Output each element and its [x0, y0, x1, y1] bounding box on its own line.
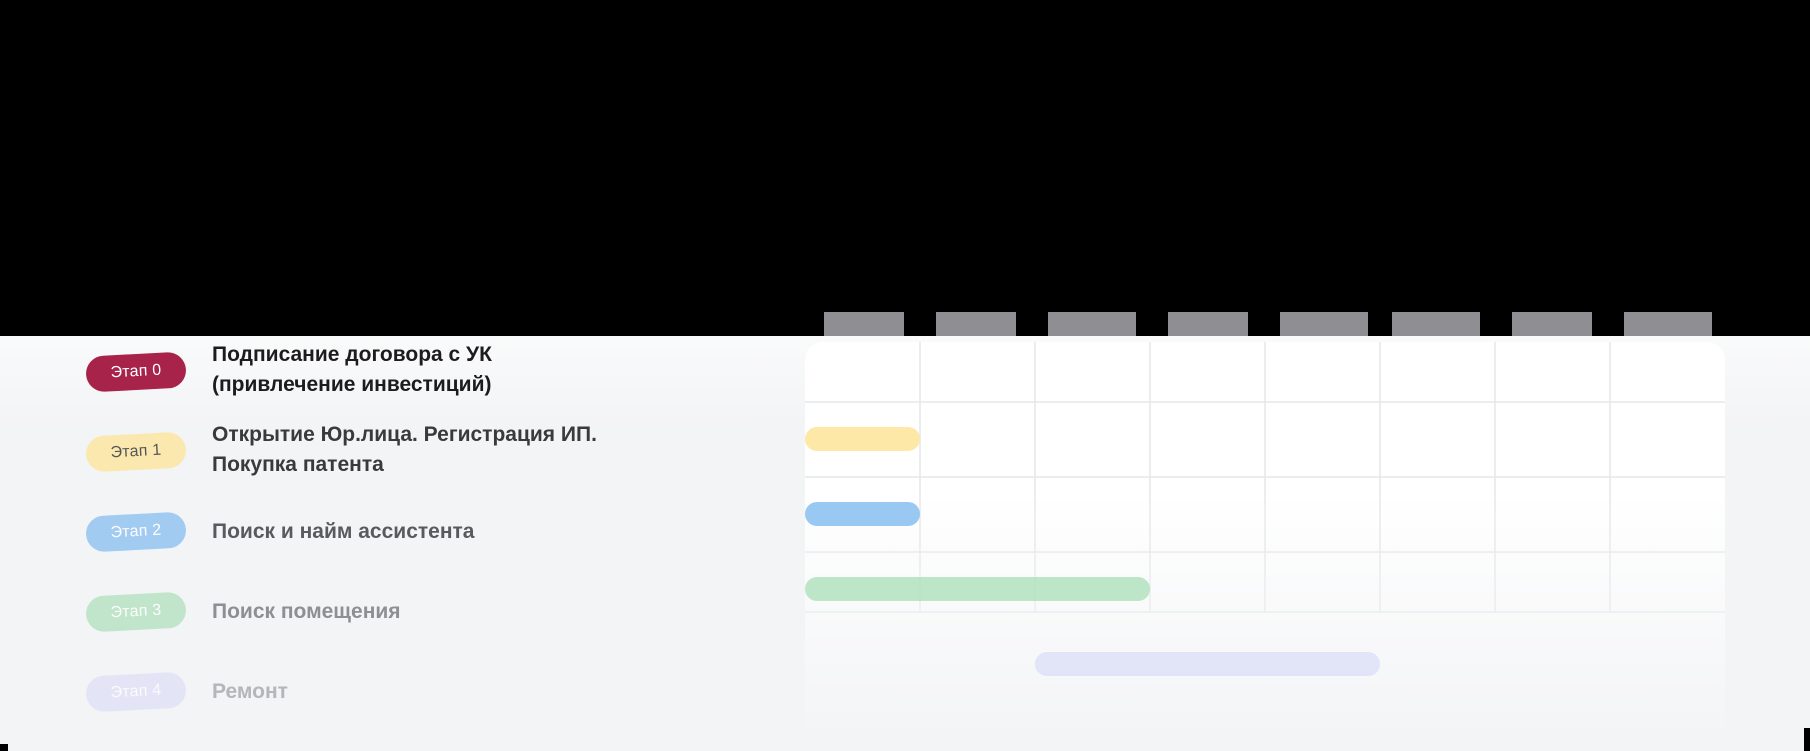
stage-title-4: Ремонт: [212, 680, 288, 703]
stage-badge-2: Этап 2: [85, 511, 187, 553]
corner-mark-right: [1804, 728, 1810, 751]
stage-badge-1: Этап 1: [85, 431, 187, 473]
month-header-1: [936, 312, 1016, 336]
month-header-6: [1512, 312, 1592, 336]
month-header-0: [824, 312, 904, 336]
gantt-bar-stage-2: [805, 502, 920, 526]
month-header-2: [1048, 312, 1136, 336]
stage-badge-4: Этап 4: [85, 671, 187, 713]
gantt-bar-stage-4: [1035, 652, 1380, 676]
gantt-bar-stage-3: [805, 577, 1150, 601]
month-header-5: [1392, 312, 1480, 336]
month-header-3: [1168, 312, 1248, 336]
month-header-4: [1280, 312, 1368, 336]
stage-badge-0: Этап 0: [85, 351, 187, 393]
stage-badge-3: Этап 3: [85, 591, 187, 633]
gantt-grid-panel: [805, 342, 1725, 742]
stage-title-2: Поиск и найм ассистента: [212, 520, 475, 543]
corner-mark-left: [0, 744, 8, 751]
stage-title-3: Поиск помещения: [212, 600, 401, 623]
grid-fade: [805, 492, 1725, 742]
stage-title-1: Открытие Юр.лица. Регистрация ИП. Покупк…: [212, 423, 597, 476]
month-header-7: [1624, 312, 1712, 336]
gantt-grid: [805, 342, 1725, 742]
stage-title-0: Подписание договора с УК (привлечение ин…: [212, 343, 492, 396]
gantt-bar-stage-1: [805, 427, 920, 451]
top-black-region: [0, 0, 1810, 336]
